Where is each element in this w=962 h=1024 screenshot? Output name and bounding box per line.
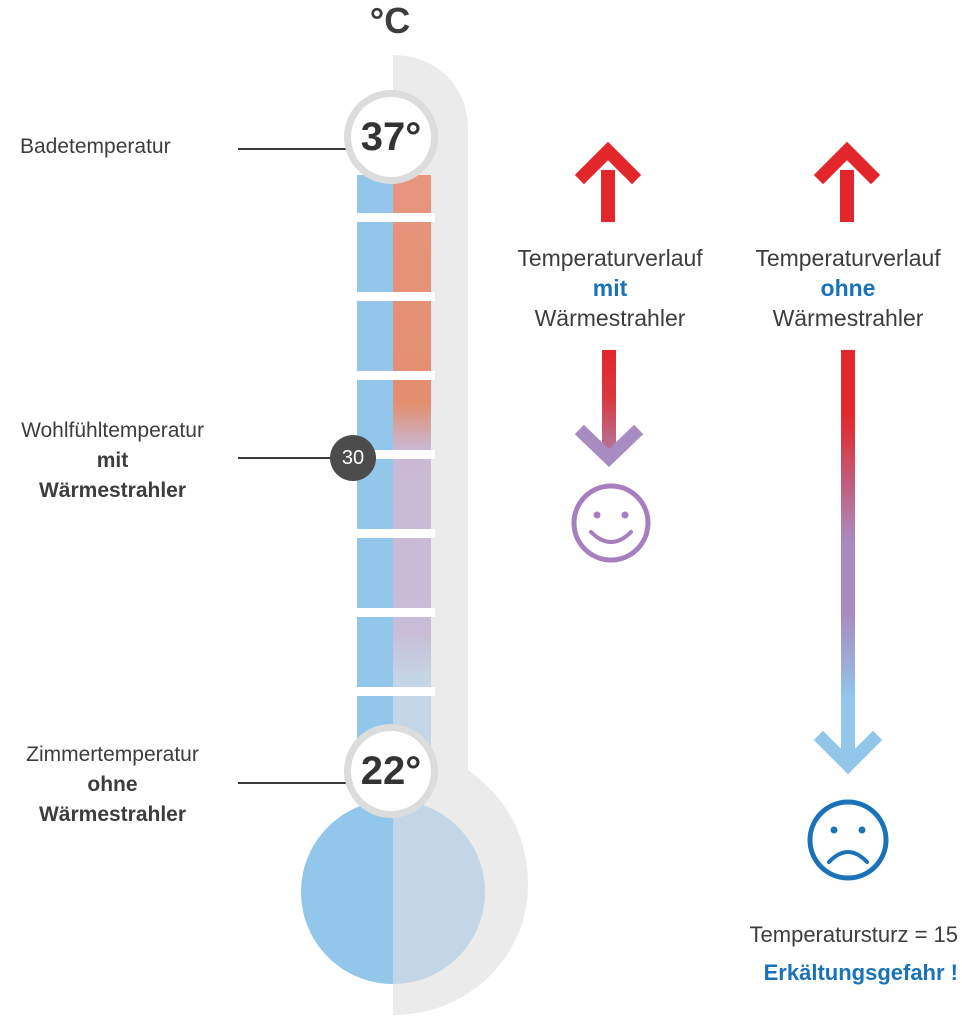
- tube-tick: [355, 687, 435, 696]
- comfort-label-line1: Wohlfühltemperatur: [21, 419, 204, 442]
- unit-label: °C: [369, 0, 411, 41]
- tube-tick: [355, 529, 435, 538]
- bath-label: Badetemperatur: [20, 132, 171, 162]
- tube-tick: [355, 608, 435, 617]
- comfort-marker-line: [238, 457, 333, 459]
- comfort-label-line2: mit: [96, 449, 129, 472]
- column-without-line3: Wärmestrahler: [772, 305, 924, 331]
- column-without-line2: ohne: [820, 275, 876, 301]
- room-label-line2: ohne: [87, 773, 138, 796]
- arrow-down-with: [574, 350, 644, 468]
- happy-smiley-icon: [571, 483, 651, 563]
- badge-comfort-temperature: 30: [330, 435, 376, 481]
- room-label-line1: Zimmertemperatur: [26, 743, 199, 766]
- tube-ticks: [355, 213, 435, 696]
- column-with-line2: mit: [592, 275, 628, 301]
- column-with-line3: Wärmestrahler: [534, 305, 686, 331]
- sad-smiley-icon: [807, 799, 889, 881]
- arrow-up-with: [574, 141, 642, 222]
- bath-marker-line: [238, 148, 348, 150]
- comfort-label-line3: Wärmestrahler: [38, 479, 187, 502]
- room-label: Zimmertemperatur ohne Wärmestrahler: [0, 740, 225, 830]
- arrow-up-without: [813, 141, 881, 222]
- tube-tick: [355, 371, 435, 380]
- column-without-text: Temperaturverlauf ohne Wärmestrahler: [733, 243, 962, 333]
- bulb-left: [301, 800, 393, 984]
- badge-room-temperature: 22°: [344, 724, 438, 818]
- room-marker-line: [238, 782, 348, 784]
- bulb-right: [393, 800, 485, 984]
- column-with-text: Temperaturverlauf mit Wärmestrahler: [495, 243, 725, 333]
- room-label-line3: Wärmestrahler: [38, 803, 187, 826]
- cold-warning-text: Erkältungsgefahr !: [763, 960, 958, 985]
- tube-right: [393, 175, 431, 765]
- column-with-line1: Temperaturverlauf: [517, 245, 703, 271]
- bath-label-text: Badetemperatur: [20, 135, 171, 158]
- temperature-drop-text: Temperatursturz = 15: [749, 922, 958, 947]
- tube-tick: [355, 292, 435, 301]
- comfort-label: Wohlfühltemperatur mit Wärmestrahler: [0, 416, 225, 506]
- tube-tick: [355, 450, 435, 459]
- arrow-down-without: [813, 350, 883, 775]
- badge-bath-temperature: 37°: [344, 90, 438, 184]
- column-without-line1: Temperaturverlauf: [755, 245, 941, 271]
- tube-tick: [355, 213, 435, 222]
